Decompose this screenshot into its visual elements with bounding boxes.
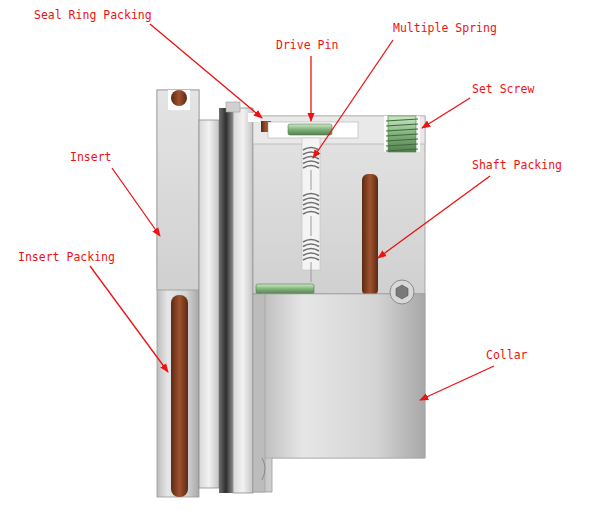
part-label: Insert (70, 150, 112, 164)
seal-ring-face (219, 108, 233, 493)
hex-socket (396, 285, 408, 299)
drive-pin-pocket (268, 122, 358, 138)
leader-lines (90, 24, 494, 400)
spring-coil (303, 166, 319, 169)
spring-bore (302, 138, 320, 270)
seal-ring (233, 108, 253, 493)
part-label: Drive Pin (276, 38, 338, 52)
shaft-packing (362, 174, 378, 296)
leader-line (420, 366, 494, 400)
spring-coil (303, 203, 319, 206)
leader-line (313, 40, 393, 158)
leader-line (90, 266, 168, 372)
insert-packing-ring (171, 90, 187, 106)
spring-coil (303, 198, 319, 201)
spring-coil (303, 194, 319, 197)
spring-stem (311, 170, 312, 190)
leader-line (378, 176, 490, 258)
screw-thread (386, 134, 418, 136)
part-label: Collar (486, 348, 528, 362)
part-label: Multiple Spring (393, 21, 497, 35)
leader-line (112, 168, 160, 236)
screw-thread (386, 124, 418, 126)
spring-coil (303, 258, 319, 261)
seal-face (199, 120, 219, 488)
insert-groove (168, 90, 190, 110)
part-label: Insert Packing (18, 250, 115, 264)
leader-line (310, 56, 311, 121)
set-screw (386, 116, 418, 152)
leader-line (422, 98, 470, 128)
spring-coil (303, 244, 319, 247)
seal-ring-lip (226, 102, 240, 112)
screw-thread (386, 144, 418, 146)
insert-section (157, 90, 199, 290)
set-screw-head (390, 280, 414, 304)
insert-packing (171, 295, 188, 497)
drive-pin (288, 124, 332, 135)
multiple-spring (303, 148, 319, 283)
collar-step (253, 294, 265, 492)
spring-coil (303, 249, 319, 252)
insert-body (157, 90, 199, 497)
screw-thread (386, 149, 418, 151)
collar-section (253, 116, 425, 294)
part-label: Seal Ring Packing (34, 8, 152, 22)
screw-thread (386, 139, 418, 141)
part-label: Shaft Packing (472, 158, 562, 172)
spring-stem (311, 262, 312, 282)
spring-coil (303, 253, 319, 256)
collar-groove (262, 458, 265, 480)
spring-coil (303, 157, 319, 160)
leader-line (150, 24, 262, 118)
spring-coil (303, 212, 319, 215)
drive-pin-lower (256, 284, 314, 294)
spring-coil (303, 207, 319, 210)
screw-thread (386, 129, 418, 131)
part-label: Set Screw (472, 82, 534, 96)
spring-coil (303, 148, 319, 151)
spring-coil (303, 161, 319, 164)
spring-coil (303, 240, 319, 243)
collar-body (253, 294, 425, 492)
set-screw-bore (384, 116, 420, 152)
spring-stem (311, 216, 312, 236)
screw-thread (386, 119, 418, 121)
collar-outer (262, 294, 425, 458)
